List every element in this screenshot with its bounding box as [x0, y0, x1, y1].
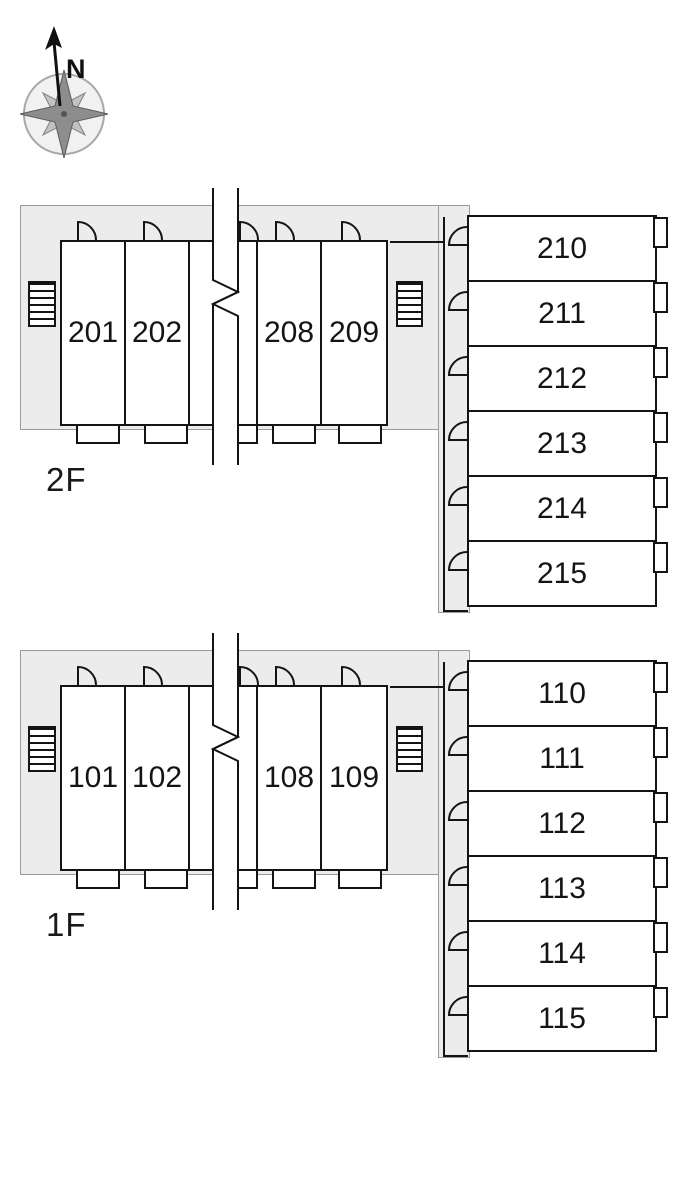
room: 215 [467, 540, 657, 607]
room: 115 [467, 985, 657, 1052]
window [653, 217, 668, 248]
room: 210 [467, 215, 657, 282]
floor-2f: 201 202 208 209 210 211 212 213 214 215 [0, 188, 700, 625]
room-number: 111 [539, 741, 585, 775]
balcony [272, 424, 316, 444]
room-partial [188, 685, 214, 871]
room-number: 115 [538, 1001, 586, 1035]
room-number: 201 [67, 316, 119, 349]
room-number: 215 [536, 556, 588, 590]
window [653, 542, 668, 573]
room-partial [237, 685, 258, 871]
room: 110 [467, 660, 657, 727]
floor-1f-corridor-background [438, 650, 470, 1058]
room: 101 [60, 685, 126, 871]
room-partial [188, 240, 214, 426]
room-number: 109 [328, 761, 380, 794]
room: 202 [124, 240, 190, 426]
stairs [396, 281, 423, 327]
window [653, 412, 668, 443]
room-number: 213 [536, 426, 588, 460]
floor-1f: 101 102 108 109 110 111 112 113 114 115 [0, 633, 700, 1070]
window [653, 282, 668, 313]
room-number: 209 [328, 316, 380, 349]
room-number: 214 [536, 491, 588, 525]
stairs [396, 726, 423, 772]
balcony [144, 424, 188, 444]
north-arrowhead [45, 26, 62, 50]
window [653, 347, 668, 378]
floor-2f-corridor-background [438, 205, 470, 613]
room-number: 211 [538, 296, 586, 330]
room: 208 [256, 240, 322, 426]
room: 212 [467, 345, 657, 412]
room: 201 [60, 240, 126, 426]
compass-rose: N [19, 26, 109, 159]
balcony [144, 869, 188, 889]
floor-label: 2F [46, 461, 87, 498]
window [653, 662, 668, 693]
room: 213 [467, 410, 657, 477]
room-partial [237, 240, 258, 426]
room: 111 [467, 725, 657, 792]
room-number: 208 [263, 316, 315, 349]
room-number: 202 [131, 316, 183, 349]
room-number: 113 [538, 871, 586, 905]
north-arrow [52, 41, 62, 107]
room-number: 108 [263, 761, 315, 794]
room-number: 102 [131, 761, 183, 794]
room-number: 112 [538, 806, 586, 840]
stairs [28, 281, 56, 327]
window [653, 727, 668, 758]
balcony [272, 869, 316, 889]
window [653, 857, 668, 888]
break-band [212, 188, 239, 465]
room: 214 [467, 475, 657, 542]
room-number: 212 [536, 361, 588, 395]
window [653, 922, 668, 953]
break-band [212, 633, 239, 910]
balcony [76, 424, 120, 444]
room-number: 210 [536, 231, 588, 265]
room: 209 [320, 240, 388, 426]
balcony [338, 869, 382, 889]
room: 112 [467, 790, 657, 857]
room: 113 [467, 855, 657, 922]
window [653, 987, 668, 1018]
window [653, 792, 668, 823]
balcony [76, 869, 120, 889]
room: 102 [124, 685, 190, 871]
balcony [338, 424, 382, 444]
stairs [28, 726, 56, 772]
room: 109 [320, 685, 388, 871]
room: 211 [467, 280, 657, 347]
room: 108 [256, 685, 322, 871]
compass-center-dot [61, 111, 67, 117]
room-number: 114 [538, 936, 586, 970]
floor-label: 1F [46, 906, 87, 943]
north-label: N [66, 54, 86, 84]
room-number: 110 [538, 676, 586, 710]
window [653, 477, 668, 508]
room-number: 101 [67, 761, 119, 794]
room: 114 [467, 920, 657, 987]
